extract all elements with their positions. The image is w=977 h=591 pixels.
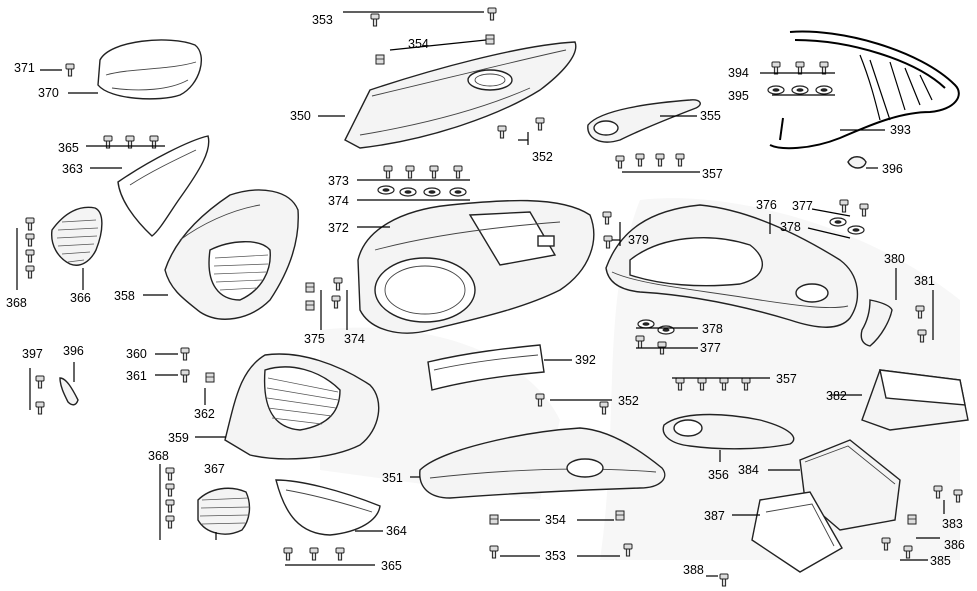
callout-377: 377 bbox=[792, 199, 813, 213]
callout-354-lower: 354 bbox=[545, 513, 566, 527]
part-395-grommet bbox=[847, 156, 867, 169]
part-396-clip bbox=[59, 377, 79, 406]
part-392-rear-carrier bbox=[769, 30, 960, 150]
callout-352: 352 bbox=[532, 150, 553, 164]
callout-365: 365 bbox=[58, 141, 79, 155]
callout-394: 395 bbox=[728, 89, 749, 103]
callout-382: 382 bbox=[826, 389, 847, 403]
callout-363: 363 bbox=[62, 162, 83, 176]
part-366-grille bbox=[51, 206, 103, 266]
callout-357-lower: 357 bbox=[776, 372, 797, 386]
callout-379: 379 bbox=[628, 233, 649, 247]
part-380-bracket bbox=[860, 299, 893, 347]
part-370-screw bbox=[65, 63, 75, 77]
part-351-side-cover-lower bbox=[419, 427, 666, 499]
callout-362: 362 bbox=[194, 407, 215, 421]
callout-353-lower: 353 bbox=[545, 549, 566, 563]
callout-369: 370 bbox=[38, 86, 59, 100]
callout-366: 366 bbox=[70, 291, 91, 305]
part-350-side-cover-upper bbox=[344, 41, 577, 149]
callout-395: 396 bbox=[882, 162, 903, 176]
part-364-lower-window bbox=[275, 479, 381, 536]
leader-lines bbox=[16, 11, 945, 577]
callout-355: 355 bbox=[700, 109, 721, 123]
callout-350: 350 bbox=[290, 109, 311, 123]
callout-383: 383 bbox=[942, 517, 963, 531]
callout-360: 360 bbox=[126, 347, 147, 361]
callout-385: 385 bbox=[930, 554, 951, 568]
callout-375: 375 bbox=[304, 332, 325, 346]
callout-381: 381 bbox=[914, 274, 935, 288]
callout-361: 361 bbox=[126, 369, 147, 383]
callout-351: 351 bbox=[382, 471, 403, 485]
callout-370: 371 bbox=[14, 61, 35, 75]
part-356-trim-lower bbox=[662, 413, 795, 450]
callout-376: 376 bbox=[756, 198, 777, 212]
part-367-lower-grille bbox=[197, 487, 251, 535]
callout-368: 368 bbox=[6, 296, 27, 310]
part-390-reflector bbox=[427, 344, 545, 391]
part-387-lid bbox=[751, 491, 843, 573]
callout-365-lower: 365 bbox=[381, 559, 402, 573]
callout-386: 386 bbox=[944, 538, 965, 552]
part-376-rear-side-cover bbox=[605, 204, 859, 328]
callout-labels: 353 354 350 352 371 370 365 363 368 366 … bbox=[6, 13, 965, 577]
callout-380: 380 bbox=[884, 252, 905, 266]
callout-388: 388 bbox=[683, 563, 704, 577]
part-382-battery-box bbox=[861, 369, 969, 431]
part-371-storage-body bbox=[357, 199, 595, 334]
callout-364: 364 bbox=[386, 524, 407, 538]
part-358-inner-housing bbox=[164, 189, 299, 320]
callout-352-lower: 352 bbox=[618, 394, 639, 408]
part-359-lower-housing bbox=[224, 353, 380, 460]
callout-374: 374 bbox=[344, 332, 365, 346]
callout-359: 359 bbox=[168, 431, 189, 445]
callout-378-lower: 378 bbox=[702, 322, 723, 336]
callout-378: 378 bbox=[780, 220, 801, 234]
callout-384: 384 bbox=[738, 463, 759, 477]
callout-372: 373 bbox=[328, 174, 349, 188]
callout-353: 353 bbox=[312, 13, 333, 27]
callout-387: 387 bbox=[704, 509, 725, 523]
callout-397: 397 bbox=[22, 347, 43, 361]
callout-373: 374 bbox=[328, 194, 349, 208]
callout-368-lower: 368 bbox=[148, 449, 169, 463]
callout-357: 357 bbox=[702, 167, 723, 181]
callout-367: 367 bbox=[204, 462, 225, 476]
callout-393: 394 bbox=[728, 66, 749, 80]
part-363-window-panel bbox=[117, 135, 210, 237]
part-369-headlight-lens bbox=[97, 39, 203, 100]
callout-390: 392 bbox=[575, 353, 596, 367]
callout-354: 354 bbox=[408, 37, 429, 51]
callout-356: 356 bbox=[708, 468, 729, 482]
callout-392: 393 bbox=[890, 123, 911, 137]
part-355-trim-upper bbox=[587, 99, 701, 143]
callout-396: 396 bbox=[63, 344, 84, 358]
callout-377-lower: 377 bbox=[700, 341, 721, 355]
callout-358: 358 bbox=[114, 289, 135, 303]
callout-371: 372 bbox=[328, 221, 349, 235]
